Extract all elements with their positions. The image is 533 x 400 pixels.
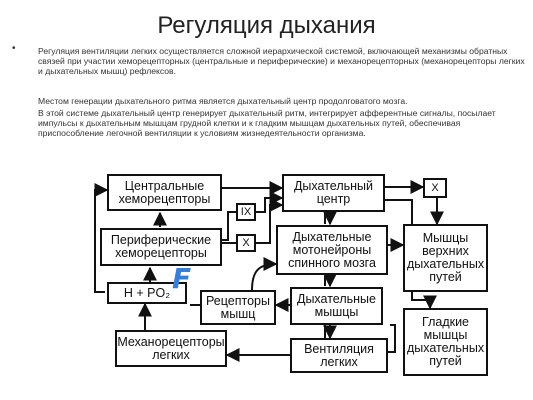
lung-ventilation-box: Вентиляция легких [290,338,388,373]
paragraph-center-function: В этой системе дыхательный центр генерир… [38,108,496,139]
paragraph-rhythm-site: Местом генерации дыхательного ритма явля… [38,96,408,106]
smooth-airway-muscles-box: Гладкие мышцы дыхательных путей [403,308,488,376]
h-po2-box: H + PO₂ [107,282,187,304]
paragraph-hierarchy: Регуляция вентиляции легких осуществляет… [38,46,525,77]
nerve-ix-box: IX [236,203,256,221]
arrow-x-to-center [256,198,284,244]
respiratory-muscles-box: Дыхательные мышцы [290,287,383,325]
f-logo-icon: F [172,262,192,295]
nerve-x-right-box: X [423,178,447,198]
bullet-marker: • [12,43,16,54]
upper-airway-muscles-box: Мышцы верхних дыхательных путей [403,224,488,292]
nerve-x-mid-box: X [236,234,256,252]
page-title: Регуляция дыхания [157,12,376,39]
peripheral-chemoreceptors-box: Периферические хеморецепторы [100,228,222,266]
central-chemoreceptors-box: Центральные хеморецепторы [107,174,222,211]
arrow-hpo2-to-central [94,183,109,293]
mechanoreceptors-lungs-box: Механорецепторы легких [115,330,227,367]
respiratory-center-box: Дыхательный центр [282,174,385,212]
arrow-receptors-to-motoneurons [251,257,278,291]
arrow-center-to-smooth [385,199,437,310]
line-peripheral-to-ix [222,211,236,241]
respiratory-motoneurons-box: Дыхательные мотонейроны спинного мозга [276,225,388,275]
muscle-receptors-box: Рецепторы мышц [200,290,276,325]
